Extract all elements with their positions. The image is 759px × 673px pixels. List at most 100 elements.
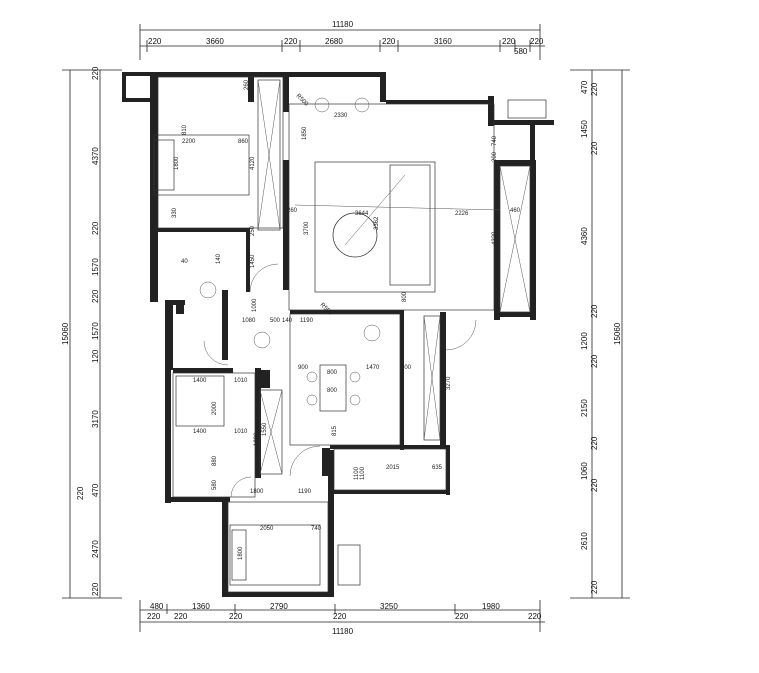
right-dim-13: 2610 bbox=[580, 532, 589, 550]
mb-label-3: 260 bbox=[244, 79, 250, 90]
b2-label-5: 1010 bbox=[234, 429, 248, 435]
lv-label-11: 260 bbox=[287, 208, 298, 214]
b3-label-4: 740 bbox=[311, 526, 322, 532]
left-dim-6: 1570 bbox=[91, 322, 100, 340]
right-dim-4: 220 bbox=[590, 141, 599, 155]
bottom-dim-r2-4: 220 bbox=[333, 612, 347, 621]
bottom-dim-r2-3: 220 bbox=[229, 612, 243, 621]
dn-label-8: 815 bbox=[332, 425, 338, 436]
lv-label-6: 740 bbox=[492, 135, 498, 146]
right-total-dim: 15060 bbox=[613, 322, 622, 345]
master-bed-labels: 2200 1800 260 810 860 4120 330 250 bbox=[172, 79, 256, 236]
top-dim-6: 3160 bbox=[434, 37, 452, 46]
mb-label-6: 4120 bbox=[250, 156, 256, 170]
left-dim-3: 220 bbox=[91, 221, 100, 235]
lv-label-9: 800 bbox=[402, 291, 408, 302]
right-dim-12: 220 bbox=[590, 478, 599, 492]
b3-label-2: 1190 bbox=[298, 489, 312, 495]
hall-labels: 1080 500 140 1190 R500 R550 1000 1450 40… bbox=[181, 93, 333, 324]
left-total-dim: 15060 bbox=[61, 322, 70, 345]
dn-label-2: 800 bbox=[327, 370, 338, 376]
left-dim-10: 470 bbox=[91, 483, 100, 497]
kitchen-labels: 2015 635 1100 bbox=[360, 465, 443, 480]
bottom-dim-4: 3250 bbox=[380, 602, 398, 611]
bottom-total-dim: 11180 bbox=[332, 627, 354, 636]
lv-label-2: 2226 bbox=[455, 211, 469, 217]
hl-label-7: 1000 bbox=[252, 298, 258, 312]
lv-label-12: 2330 bbox=[334, 113, 348, 119]
hl-label-5: R500 bbox=[295, 93, 310, 108]
top-dim-8: 220 bbox=[530, 37, 544, 46]
dn-label-3: 1470 bbox=[366, 365, 380, 371]
bed2-labels: 1400 1010 2000 1400 1010 880 580 1880 15… bbox=[193, 378, 268, 490]
b2-label-6: 880 bbox=[212, 455, 218, 466]
kt-label-3: 1100 bbox=[360, 466, 366, 480]
bottom-dim-r2-1: 220 bbox=[147, 612, 161, 621]
top-dim-7: 220 bbox=[502, 37, 516, 46]
right-dim-11: 1060 bbox=[580, 462, 589, 480]
left-dim-8: 3170 bbox=[91, 410, 100, 428]
room-lines bbox=[153, 76, 547, 593]
top-dim-1: 220 bbox=[148, 37, 162, 46]
dining-labels: 900 800 1470 600 800 3270 1100 815 bbox=[298, 365, 452, 480]
b3-label-5: 1800 bbox=[238, 546, 244, 560]
right-dim-10: 220 bbox=[590, 436, 599, 450]
lv-label-4: 3700 bbox=[304, 221, 310, 235]
right-dim-6: 220 bbox=[590, 304, 599, 318]
mb-label-2: 1800 bbox=[174, 156, 180, 170]
dn-label-4: 600 bbox=[401, 365, 412, 371]
top-total-dim: 11180 bbox=[332, 20, 354, 29]
top-dim-5: 220 bbox=[382, 37, 396, 46]
bottom-dimension-chain: 480 1360 2790 3250 1980 220 220 220 220 … bbox=[139, 600, 545, 636]
b2-label-3: 2000 bbox=[212, 401, 218, 415]
dn-label-6: 3270 bbox=[446, 376, 452, 390]
right-dim-1: 470 bbox=[580, 80, 589, 94]
mb-label-5: 860 bbox=[238, 139, 249, 145]
b2-label-1: 1400 bbox=[193, 378, 207, 384]
lv-label-5: 4320 bbox=[492, 231, 498, 245]
hl-label-3: 140 bbox=[282, 318, 293, 324]
bottom-dim-r2-6: 220 bbox=[528, 612, 542, 621]
left-dim-5: 220 bbox=[91, 289, 100, 303]
hl-label-8: 1450 bbox=[250, 254, 256, 268]
hl-label-6: R550 bbox=[319, 302, 334, 317]
hl-label-4: 1190 bbox=[300, 318, 314, 324]
left-dimension-chain: 15060 220 4370 220 1570 220 1570 120 317… bbox=[61, 66, 122, 599]
hl-label-2: 500 bbox=[270, 318, 281, 324]
top-dimension-chain: 11180 220 3660 220 2680 220 3160 220 220… bbox=[139, 20, 545, 60]
kt-label-2: 635 bbox=[432, 465, 443, 471]
mb-label-4: 810 bbox=[182, 124, 188, 135]
right-dim-7: 1200 bbox=[580, 332, 589, 350]
dn-label-7: 1100 bbox=[354, 466, 360, 480]
right-dim-8: 220 bbox=[590, 354, 599, 368]
bottom-dim-1: 480 bbox=[150, 602, 164, 611]
b2-label-4: 1400 bbox=[193, 429, 207, 435]
hl-label-1: 1080 bbox=[242, 318, 256, 324]
right-dim-2: 220 bbox=[590, 82, 599, 96]
b2-label-2: 1010 bbox=[234, 378, 248, 384]
right-dim-3: 1450 bbox=[580, 120, 589, 138]
left-dim-11: 2470 bbox=[91, 540, 100, 558]
mb-label-7: 330 bbox=[172, 207, 178, 218]
right-dimension-chain: 15060 470 220 1450 220 4360 220 1200 220… bbox=[570, 69, 630, 599]
b3-label-3: 2050 bbox=[260, 526, 274, 532]
bottom-dim-r2-2: 220 bbox=[174, 612, 188, 621]
lv-label-10: 1850 bbox=[302, 126, 308, 140]
left-dim-2: 4370 bbox=[91, 147, 100, 165]
b2-label-7: 580 bbox=[212, 479, 218, 490]
bottom-dim-r2-5: 220 bbox=[455, 612, 469, 621]
b2-label-8: 1880 bbox=[254, 432, 260, 446]
mb-label-8: 250 bbox=[250, 225, 256, 236]
top-dim-9: 580 bbox=[514, 47, 528, 56]
lv-label-1: 3644 bbox=[355, 211, 369, 217]
left-dim-1: 220 bbox=[91, 66, 100, 80]
hl-label-10: 140 bbox=[216, 253, 222, 264]
bed3-labels: 1800 1190 2050 740 1800 bbox=[238, 489, 322, 560]
top-dim-4: 2680 bbox=[325, 37, 343, 46]
dn-label-5: 800 bbox=[327, 388, 338, 394]
left-dim-12: 220 bbox=[91, 582, 100, 596]
top-dim-3: 220 bbox=[284, 37, 298, 46]
living-labels: 3644 2226 3362 3700 4320 740 200 460 800… bbox=[287, 113, 521, 302]
lv-label-3: 3362 bbox=[374, 216, 380, 230]
